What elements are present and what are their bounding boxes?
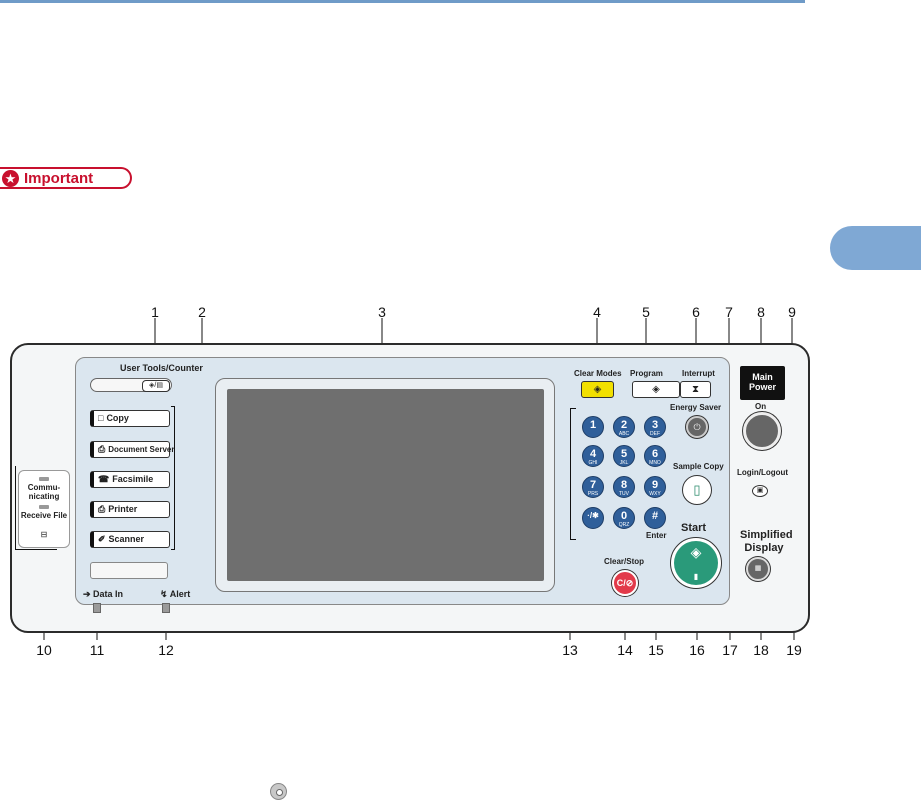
copy-icon: □: [98, 413, 104, 423]
callout-16: 16: [689, 642, 705, 658]
important-heading: ★ Important: [0, 167, 132, 189]
scanner-key[interactable]: ✐Scanner: [90, 531, 170, 548]
user-tools-counter-key[interactable]: ◈/▤: [142, 380, 170, 392]
callout-6: 6: [692, 304, 700, 320]
blank-key[interactable]: [90, 562, 168, 579]
facsimile-label: Facsimile: [112, 474, 154, 484]
receive-file-label: Receive File: [20, 511, 68, 520]
callout-11: 11: [89, 642, 105, 658]
callout-1: 1: [151, 304, 159, 320]
callout-12: 12: [158, 642, 174, 658]
on-label: On: [755, 402, 767, 411]
display-panel[interactable]: [227, 389, 544, 581]
energy-saver-key[interactable]: ⏻: [686, 416, 708, 438]
callout-13: 13: [562, 642, 578, 658]
callout-17: 17: [722, 642, 738, 658]
keypad-bracket: [570, 408, 576, 540]
data-in-indicator: [93, 603, 101, 613]
callout-19: 19: [786, 642, 802, 658]
cd-icon: [270, 783, 287, 800]
clear-modes-label: Clear Modes: [574, 369, 622, 378]
simplified-display-label: Simplified Display: [740, 529, 793, 554]
callout-5: 5: [642, 304, 650, 320]
callout-15: 15: [648, 642, 664, 658]
star-icon: ★: [2, 170, 19, 187]
facsimile-icon: ☎: [98, 474, 110, 484]
communicating-led: [39, 477, 49, 481]
energy-saver-label: Energy Saver: [670, 403, 722, 412]
key-1[interactable]: 1: [582, 416, 604, 438]
callout-4: 4: [593, 304, 601, 320]
copy-label: Copy: [106, 413, 129, 423]
document-server-label: Document Server: [108, 445, 175, 454]
user-tools-label: User Tools/Counter: [120, 363, 203, 373]
callout-3: 3: [378, 304, 386, 320]
mode-keys-bracket: [171, 406, 175, 550]
callout-2: 2: [198, 304, 206, 320]
printer-label: Printer: [108, 504, 138, 514]
operation-switch[interactable]: [743, 412, 781, 450]
facsimile-key[interactable]: ☎Facsimile: [90, 471, 170, 488]
sample-copy-label: Sample Copy: [673, 462, 724, 471]
interrupt-key[interactable]: ⧗: [680, 381, 711, 398]
document-server-key[interactable]: ⎙Document Server: [90, 441, 174, 458]
callout-7: 7: [725, 304, 733, 320]
important-label: Important: [24, 170, 94, 187]
start-label: Start: [681, 522, 707, 534]
alert-text: Alert: [169, 589, 191, 599]
alert-indicator: [162, 603, 170, 613]
main-power-label: Main Power: [748, 372, 776, 392]
callout-9: 9: [788, 304, 796, 320]
clear-stop-key[interactable]: C/⊘: [612, 570, 638, 596]
status-bracket: [15, 466, 57, 550]
program-key[interactable]: ◈: [632, 381, 680, 398]
copy-key[interactable]: □Copy: [90, 410, 170, 427]
callout-8: 8: [757, 304, 765, 320]
receive-file-led: [39, 505, 49, 509]
callout-18: 18: [753, 642, 769, 658]
main-power-indicator: Main Power: [740, 366, 785, 400]
login-logout-label: Login/Logout: [737, 468, 789, 477]
document-server-icon: ⎙: [98, 444, 106, 454]
communicating-label: Commu- nicating: [27, 483, 61, 501]
callout-10: 10: [36, 642, 52, 658]
printer-icon: ⎙: [98, 504, 106, 514]
start-key[interactable]: ◈▮: [674, 541, 718, 585]
callout-14: 14: [617, 642, 633, 658]
chapter-tab: [830, 226, 921, 270]
simplified-display-key[interactable]: ▦: [746, 557, 770, 581]
program-label: Program: [630, 369, 663, 378]
scanner-icon: ✐: [98, 534, 106, 544]
top-rule: [0, 0, 805, 3]
clear-stop-label: Clear/Stop: [604, 557, 645, 566]
key-enter[interactable]: #: [644, 507, 666, 529]
clear-modes-key[interactable]: ◈: [581, 381, 614, 398]
status-indicators: [18, 470, 70, 548]
data-in-label: ➔ Data In: [83, 589, 124, 599]
alert-label: ↯ Alert: [160, 589, 191, 599]
key-clear-star[interactable]: ·/✱: [582, 507, 604, 529]
data-in-text: Data In: [93, 589, 124, 599]
printer-key[interactable]: ⎙Printer: [90, 501, 170, 518]
login-logout-key[interactable]: ▣: [752, 485, 768, 497]
interrupt-label: Interrupt: [682, 369, 715, 378]
sample-copy-key[interactable]: ▯: [682, 475, 712, 505]
enter-label: Enter: [646, 531, 667, 540]
scanner-label: Scanner: [108, 534, 145, 544]
inbox-icon: ⊟: [40, 530, 48, 539]
